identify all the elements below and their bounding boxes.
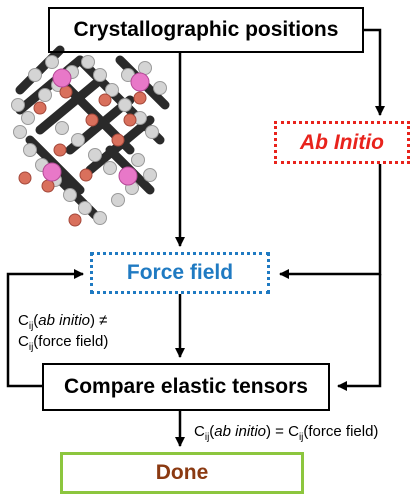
arrow-cryst-to-abinitio — [364, 28, 385, 116]
equal-condition-label: Cij(ab initio) = Cij(force field) — [194, 423, 379, 443]
done-label: Done — [155, 461, 209, 484]
lattice-atom-red — [33, 101, 47, 115]
crystallographic-positions-label: Crystallographic positions — [73, 18, 339, 41]
lattice-atom-red — [85, 113, 99, 127]
lattice-atom-red — [79, 168, 93, 182]
force-field-label: Force field — [126, 261, 234, 284]
lattice-atom-grey — [11, 98, 25, 112]
lattice-atom-grey — [93, 211, 107, 225]
lattice-atom-metal — [42, 162, 62, 182]
compare-elastic-tensors-box: Compare elastic tensors — [42, 363, 330, 411]
lattice-atom-grey — [13, 125, 27, 139]
arrow-feedback-loop — [6, 269, 84, 388]
lattice-atom-grey — [105, 83, 119, 97]
lattice-atom-red — [53, 143, 67, 157]
lattice-atom-red — [123, 113, 137, 127]
lattice-atom-grey — [45, 55, 59, 69]
lattice-atom-grey — [55, 121, 69, 135]
lattice-atom-grey — [28, 68, 42, 82]
lattice-atom-grey — [153, 81, 167, 95]
lattice-atom-grey — [88, 148, 102, 162]
lattice-atom-grey — [118, 98, 132, 112]
lattice-atom-grey — [103, 161, 117, 175]
lattice-atom-grey — [111, 193, 125, 207]
arrow-abinitio-to-compare — [337, 274, 382, 391]
lattice-atom-grey — [38, 88, 52, 102]
lattice-atom-metal — [118, 166, 138, 186]
lattice-atom-grey — [78, 201, 92, 215]
lattice-atom-red — [133, 91, 147, 105]
lattice-atom-red — [111, 133, 125, 147]
lattice-atom-metal — [130, 72, 150, 92]
lattice-atom-grey — [93, 68, 107, 82]
lattice-atom-red — [18, 171, 32, 185]
lattice-atom-grey — [71, 133, 85, 147]
lattice-atom-red — [98, 93, 112, 107]
crystallographic-positions-box: Crystallographic positions — [48, 7, 364, 53]
crystal-structure-image — [11, 45, 170, 227]
lattice-atom-red — [68, 213, 82, 227]
ab-initio-box: Ab Initio — [274, 121, 410, 164]
lattice-atom-metal — [52, 68, 72, 88]
lattice-atom-red — [59, 85, 73, 99]
lattice-atom-grey — [131, 153, 145, 167]
done-box: Done — [60, 452, 304, 494]
ab-initio-label: Ab Initio — [300, 130, 384, 154]
lattice-atom-grey — [21, 111, 35, 125]
not-equal-condition-label: Cij(ab initio) ≠ Cij(force field) — [18, 312, 109, 353]
lattice-rod — [35, 75, 105, 135]
lattice-atom-grey — [145, 125, 159, 139]
force-field-box: Force field — [90, 252, 270, 294]
lattice-atom-red — [41, 179, 55, 193]
lattice-atom-grey — [63, 188, 77, 202]
arrow-abinitio-to-forcefield — [279, 164, 382, 279]
lattice-atom-grey — [23, 143, 37, 157]
lattice-atom-grey — [81, 55, 95, 69]
lattice-atom-grey — [143, 168, 157, 182]
compare-elastic-tensors-label: Compare elastic tensors — [64, 375, 308, 398]
